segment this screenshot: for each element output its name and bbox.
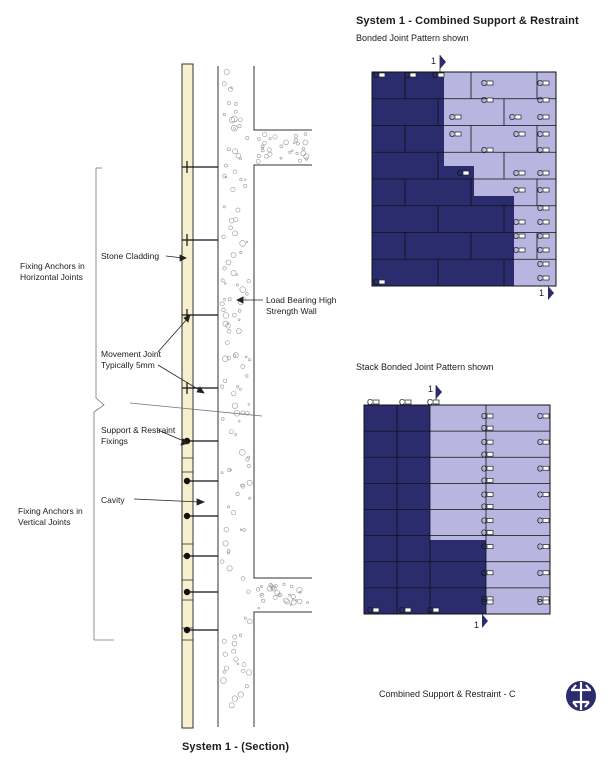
svg-text:C: C	[481, 490, 487, 499]
svg-text:C: C	[537, 186, 543, 195]
bonded-elevation	[371, 55, 557, 300]
svg-text:C: C	[513, 246, 519, 255]
svg-text:C: C	[537, 490, 543, 499]
label-fixing-anchors-vertical: Fixing Anchors in Vertical Joints	[18, 506, 83, 527]
label-stone-cladding: Stone Cladding	[101, 251, 160, 261]
company-logo	[566, 681, 596, 711]
svg-text:C: C	[509, 113, 515, 122]
svg-text:C: C	[513, 218, 519, 227]
concrete-texture	[219, 68, 310, 709]
svg-text:C: C	[537, 79, 543, 88]
svg-text:C: C	[481, 476, 487, 485]
svg-text:C: C	[537, 113, 543, 122]
svg-text:C: C	[513, 232, 519, 241]
svg-text:C: C	[481, 450, 487, 459]
svg-text:C: C	[427, 606, 433, 615]
label-fixing-anchors-horizontal: Fixing Anchors in Horizontal Joints	[20, 261, 85, 282]
legend-text: Combined Support & Restraint - C	[379, 689, 516, 699]
section-caption: System 1 - (Section)	[182, 741, 290, 753]
section-marker-stack-bottom: 1	[474, 620, 480, 630]
section-marker-bottom: 1	[539, 288, 545, 298]
svg-text:C: C	[481, 79, 487, 88]
stack-bonded-elevation	[363, 385, 551, 628]
svg-text:C: C	[537, 169, 543, 178]
svg-text:C: C	[481, 543, 487, 552]
svg-text:C: C	[537, 96, 543, 105]
svg-text:C: C	[537, 438, 543, 447]
svg-text:C: C	[537, 260, 543, 269]
bonded-subtitle: Bonded Joint Pattern shown	[356, 33, 469, 43]
leader-arrows	[133, 254, 263, 506]
svg-text:C: C	[537, 517, 543, 526]
label-support-restraint: Support & Restraint Fixings	[101, 425, 176, 446]
load-bearing-wall	[217, 66, 312, 727]
svg-text:C: C	[481, 96, 487, 105]
svg-text:C: C	[399, 606, 405, 615]
svg-text:C: C	[481, 503, 487, 512]
svg-text:C: C	[537, 146, 543, 155]
svg-text:C: C	[457, 169, 463, 178]
svg-text:C: C	[399, 398, 405, 407]
section-marker-top: 1	[431, 56, 437, 66]
svg-text:C: C	[537, 543, 543, 552]
svg-text:C: C	[481, 598, 487, 607]
stack-bonded-subtitle: Stack Bonded Joint Pattern shown	[356, 362, 494, 372]
svg-text:C: C	[481, 529, 487, 538]
svg-text:C: C	[481, 146, 487, 155]
svg-text:C: C	[537, 232, 543, 241]
svg-text:C: C	[537, 274, 543, 283]
svg-text:C: C	[513, 186, 519, 195]
svg-text:C: C	[481, 517, 487, 526]
svg-text:C: C	[513, 130, 519, 139]
svg-text:C: C	[481, 595, 487, 604]
svg-text:C: C	[449, 130, 455, 139]
svg-text:C: C	[537, 598, 543, 607]
svg-text:C: C	[537, 595, 543, 604]
svg-text:C: C	[537, 204, 543, 213]
section-marker-stack-top: 1	[428, 384, 434, 394]
svg-text:C: C	[537, 464, 543, 473]
page-title: System 1 - Combined Support & Restraint	[356, 15, 579, 27]
svg-text:C: C	[537, 569, 543, 578]
label-load-bearing-wall: Load Bearing High Strength Wall	[266, 295, 337, 316]
svg-text:C: C	[481, 569, 487, 578]
label-cavity: Cavity	[101, 495, 125, 505]
svg-text:C: C	[537, 130, 543, 139]
svg-text:C: C	[537, 246, 543, 255]
svg-text:C: C	[449, 113, 455, 122]
svg-text:C: C	[373, 71, 379, 80]
svg-text:C: C	[367, 398, 373, 407]
svg-text:C: C	[481, 424, 487, 433]
svg-text:C: C	[432, 71, 438, 80]
svg-text:C: C	[427, 398, 433, 407]
svg-text:C: C	[481, 438, 487, 447]
svg-text:C: C	[481, 464, 487, 473]
svg-text:C: C	[481, 412, 487, 421]
svg-text:C: C	[404, 71, 410, 80]
svg-text:C: C	[513, 169, 519, 178]
svg-text:C: C	[537, 218, 543, 227]
label-brackets	[93, 167, 263, 641]
svg-text:C: C	[537, 412, 543, 421]
svg-text:C: C	[373, 278, 379, 287]
label-movement-joint: Movement Joint Typically 5mm	[101, 349, 161, 370]
svg-text:C: C	[367, 606, 373, 615]
